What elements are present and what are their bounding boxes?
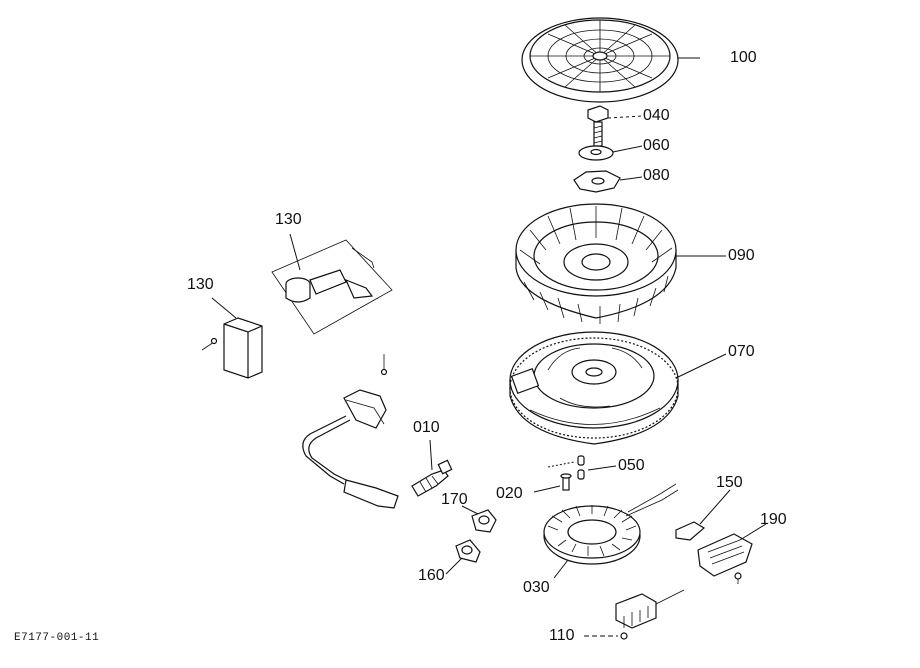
leader-130b — [211, 297, 237, 319]
label-040: 040 — [643, 107, 670, 124]
label-060: 060 — [643, 137, 670, 154]
leader-190 — [739, 523, 767, 541]
leader-070 — [675, 353, 727, 379]
leader-160 — [445, 557, 463, 575]
leader-130a — [289, 233, 301, 271]
leader-050 — [547, 461, 575, 468]
label-100: 100 — [730, 49, 757, 66]
part-010-spark-plug — [411, 459, 453, 497]
part-090-fan — [515, 203, 677, 324]
part-040-bolt — [587, 105, 609, 147]
label-030: 030 — [523, 579, 550, 596]
label-150: 150 — [716, 474, 743, 491]
label-110: 110 — [549, 627, 575, 644]
part-100-screen — [521, 17, 679, 103]
label-130-lower: 130 — [187, 276, 214, 293]
label-130-upper: 130 — [275, 211, 302, 228]
part-030-stator — [543, 483, 679, 565]
label-170: 170 — [441, 491, 468, 508]
label-080: 080 — [643, 167, 670, 184]
label-190: 190 — [760, 511, 787, 528]
part-150-plate — [675, 521, 706, 541]
leader-150 — [699, 489, 731, 525]
figure-code: E7177-001-11 — [14, 632, 100, 644]
part-080-plate — [573, 170, 621, 193]
part-ignition-coil — [302, 354, 399, 509]
part-130-module — [201, 317, 263, 379]
part-160-clamp — [455, 539, 481, 563]
label-050: 050 — [618, 457, 645, 474]
leader-080 — [619, 176, 643, 181]
part-070-flywheel — [509, 331, 679, 445]
part-050-key — [577, 455, 585, 480]
part-060-washer — [578, 145, 614, 161]
leader-170 — [461, 505, 479, 515]
part-110-connector — [615, 589, 685, 640]
part-130-coil-boxed — [271, 239, 393, 335]
label-090: 090 — [728, 247, 755, 264]
label-020: 020 — [496, 485, 523, 502]
part-170-clamp — [471, 509, 497, 533]
leader-010 — [429, 439, 433, 471]
part-190-regulator — [697, 533, 753, 584]
label-010: 010 — [413, 419, 440, 436]
part-020-screw — [560, 473, 572, 491]
label-070: 070 — [728, 343, 755, 360]
leader-030 — [553, 559, 569, 579]
leader-020 — [533, 485, 561, 493]
leader-060 — [612, 145, 643, 153]
label-160: 160 — [418, 567, 445, 584]
leader-050b — [587, 465, 617, 471]
leader-040 — [607, 115, 643, 119]
